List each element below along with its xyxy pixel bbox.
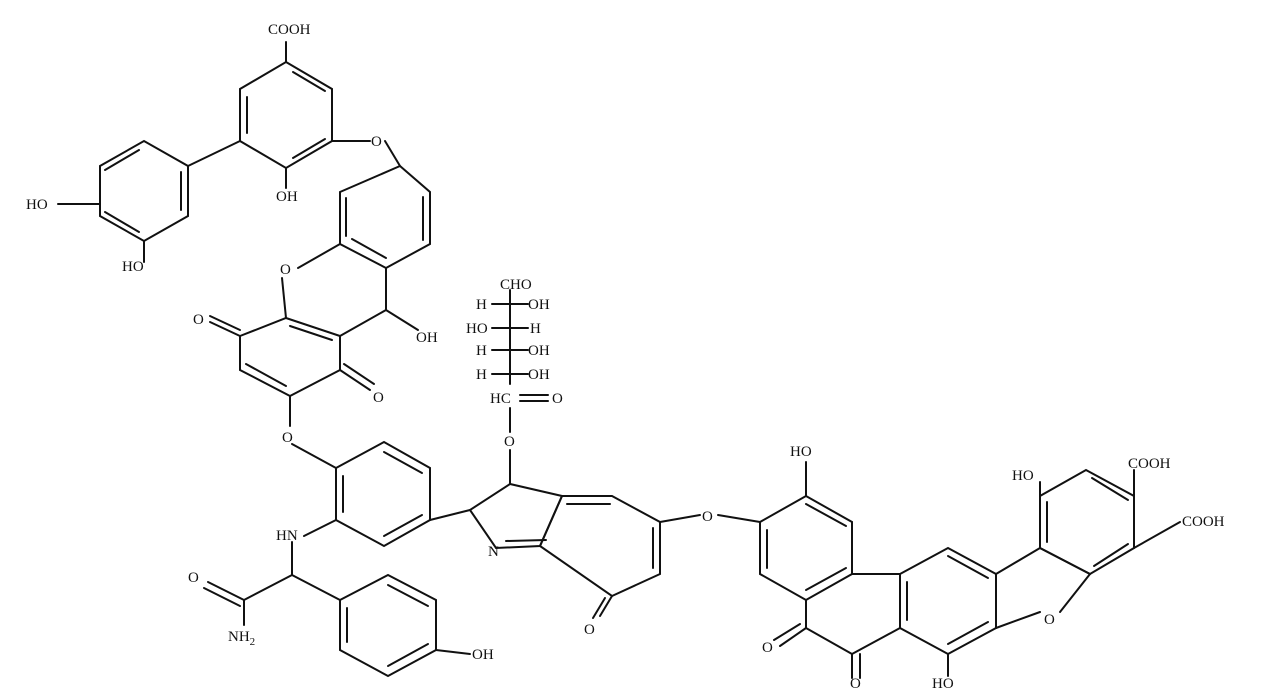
label-o-xanth: O [280, 262, 291, 278]
label-sugar-r2-h: H [530, 321, 541, 337]
label-hn: HN [276, 528, 298, 544]
label-sugar-cho: CHO [500, 277, 532, 293]
label-o-furan: O [1044, 612, 1055, 628]
label-o-keto1: O [193, 312, 204, 328]
label-o-ether3: O [702, 509, 713, 525]
label-sugar-r4-h: H [476, 367, 487, 383]
label-ho-left2: HO [122, 259, 144, 275]
label-cooh-r1: COOH [1128, 456, 1171, 472]
label-sugar-o-dbl: O [552, 391, 563, 407]
label-o-keto3: O [584, 622, 595, 638]
label-sugar-r1-oh: OH [528, 297, 550, 313]
label-sugar-hc: HC [490, 391, 511, 407]
label-o-keto2: O [373, 390, 384, 406]
bond-lines [57, 41, 1181, 679]
label-cooh-r2: COOH [1182, 514, 1225, 530]
label-ho-left: HO [26, 197, 48, 213]
atom-labels: COOH HO HO OH O O O OH O O CHO H OH HO H… [26, 22, 1225, 692]
label-ho-right1: HO [790, 444, 812, 460]
label-nh2: NH2 [228, 629, 255, 648]
label-cooh-top: COOH [268, 22, 311, 38]
label-o-keto5: O [850, 676, 861, 692]
label-ho-bottom: HO [932, 676, 954, 692]
label-o-ether2: O [282, 430, 293, 446]
label-oh-phenol: OH [276, 189, 298, 205]
label-sugar-r1-h: H [476, 297, 487, 313]
label-sugar-r3-h: H [476, 343, 487, 359]
label-o-ester: O [504, 434, 515, 450]
label-ho-right2: HO [1012, 468, 1034, 484]
label-sugar-r2-ho: HO [466, 321, 488, 337]
label-sugar-r3-oh: OH [528, 343, 550, 359]
label-n-ring: N [488, 544, 499, 560]
label-oh-xanth: OH [416, 330, 438, 346]
label-oh-para: OH [472, 647, 494, 663]
label-sugar-r4-oh: OH [528, 367, 550, 383]
label-o-ether1: O [371, 134, 382, 150]
label-o-amide: O [188, 570, 199, 586]
label-o-keto4: O [762, 640, 773, 656]
